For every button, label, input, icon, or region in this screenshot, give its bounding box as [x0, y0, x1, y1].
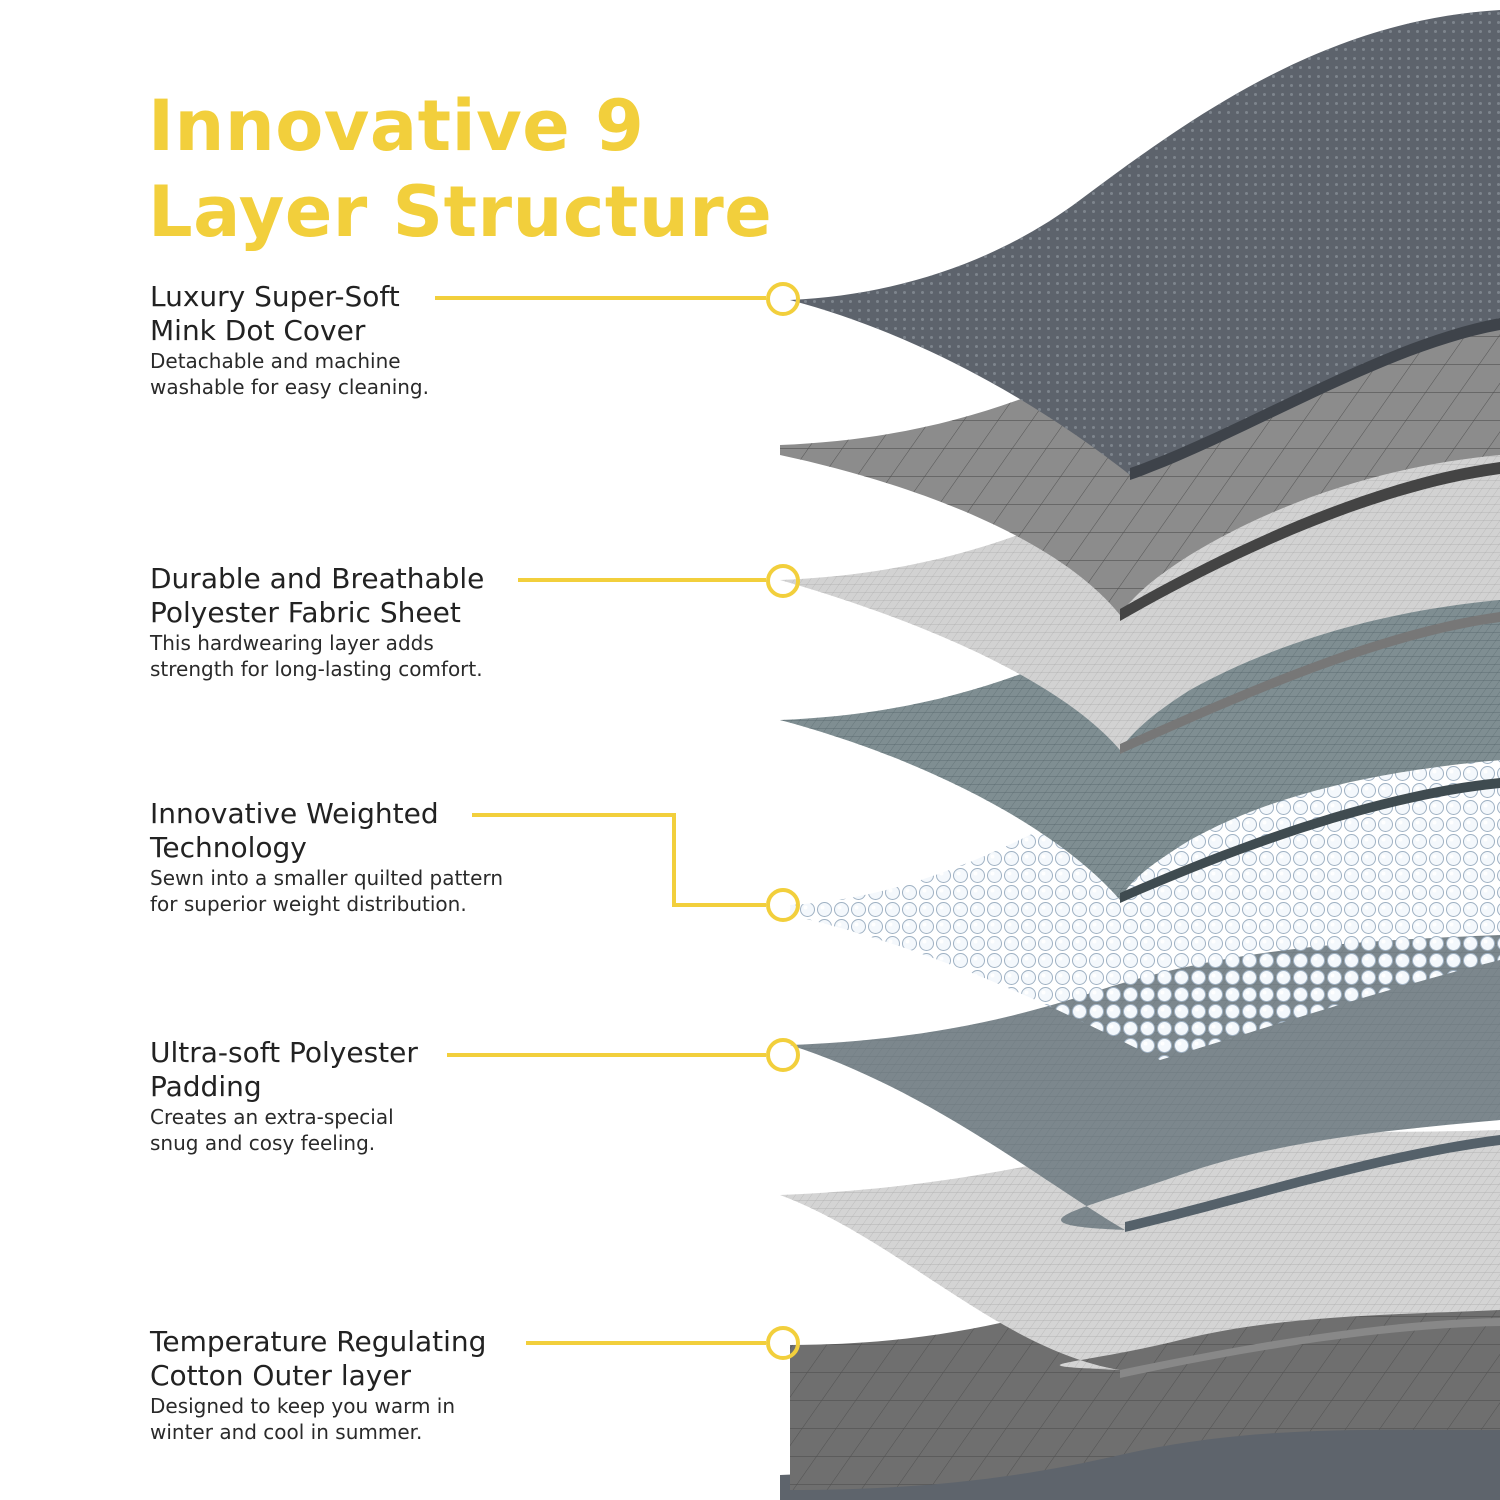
feature-polyester-sheet: Durable and Breathable Polyester Fabric … [150, 562, 484, 682]
feature-heading: Durable and Breathable Polyester Fabric … [150, 562, 484, 630]
feature-description-line-1: Sewn into a smaller quilted pattern [150, 866, 503, 890]
feature-mink-dot-cover: Luxury Super-Soft Mink Dot Cover Detacha… [150, 280, 429, 400]
marker-circle-icon [766, 888, 800, 922]
feature-heading-line-1: Durable and Breathable [150, 562, 485, 595]
feature-heading: Ultra-soft Polyester Padding [150, 1036, 418, 1104]
feature-description-line-2: snug and cosy feeling. [150, 1131, 376, 1155]
feature-description: Sewn into a smaller quilted pattern for … [150, 865, 503, 917]
feature-description-line-2: winter and cool in summer. [150, 1420, 423, 1444]
leader-lines [435, 296, 766, 1345]
feature-heading-line-2: Polyester Fabric Sheet [150, 596, 461, 629]
layer-weighted-beads [790, 730, 1500, 1060]
feature-weighted-technology: Innovative Weighted Technology Sewn into… [150, 797, 503, 917]
marker-circle-icon [766, 1038, 800, 1072]
feature-heading-line-2: Padding [150, 1070, 262, 1103]
feature-heading: Temperature Regulating Cotton Outer laye… [150, 1325, 486, 1393]
marker-circle-icon [766, 1326, 800, 1360]
feature-heading-line-2: Mink Dot Cover [150, 314, 366, 347]
feature-description-line-1: Detachable and machine [150, 349, 401, 373]
marker-circle-icon [766, 282, 800, 316]
feature-heading-line-1: Innovative Weighted [150, 797, 439, 830]
feature-description-line-1: This hardwearing layer adds [150, 631, 434, 655]
feature-heading: Luxury Super-Soft Mink Dot Cover [150, 280, 429, 348]
page-title-line-2: Layer Structure [148, 171, 773, 253]
layer-light-fabric-lower [780, 1130, 1500, 1378]
feature-description-line-2: washable for easy cleaning. [150, 375, 429, 399]
feature-description: Detachable and machine washable for easy… [150, 348, 429, 400]
feature-heading-line-1: Temperature Regulating [150, 1325, 487, 1358]
feature-heading-line-2: Technology [150, 831, 307, 864]
feature-cotton-outer-layer: Temperature Regulating Cotton Outer laye… [150, 1325, 486, 1445]
feature-description-line-1: Designed to keep you warm in [150, 1394, 456, 1418]
leader-line-weighted [472, 813, 766, 907]
feature-heading-line-1: Ultra-soft Polyester [150, 1036, 418, 1069]
feature-description-line-2: strength for long-lasting comfort. [150, 657, 483, 681]
page-title-line-1: Innovative 9 [148, 85, 645, 167]
feature-description-line-2: for superior weight distribution. [150, 892, 467, 916]
feature-heading: Innovative Weighted Technology [150, 797, 503, 865]
leader-markers [766, 282, 800, 1360]
feature-heading-line-2: Cotton Outer layer [150, 1359, 412, 1392]
feature-description: Designed to keep you warm in winter and … [150, 1393, 486, 1445]
layer-mink-dot-cover [790, 10, 1500, 480]
marker-circle-icon [766, 564, 800, 598]
feature-heading-line-1: Luxury Super-Soft [150, 280, 400, 313]
feature-polyester-padding: Ultra-soft Polyester Padding Creates an … [150, 1036, 418, 1156]
feature-description: Creates an extra-special snug and cosy f… [150, 1104, 418, 1156]
feature-description: This hardwearing layer adds strength for… [150, 630, 484, 682]
feature-description-line-1: Creates an extra-special [150, 1105, 394, 1129]
